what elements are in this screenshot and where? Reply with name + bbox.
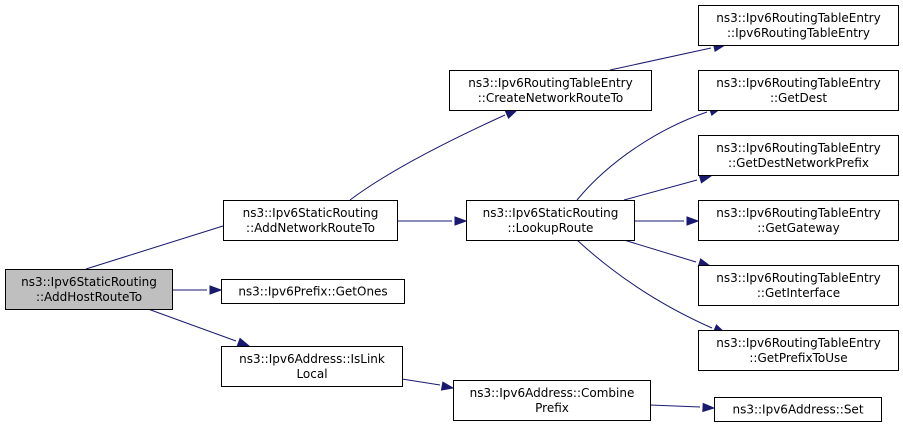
node-label-line: ::AddHostRouteTo [36, 290, 142, 304]
edge-line [349, 114, 506, 201]
node-label-line: ::GetPrefixToUse [749, 351, 847, 365]
node-label-line: ns3::Ipv6StaticRouting [21, 275, 157, 289]
node-getgateway[interactable]: ns3::Ipv6RoutingTableEntry::GetGateway [698, 200, 899, 241]
node-label-line: ns3::Ipv6RoutingTableEntry [716, 206, 880, 220]
arrow-head [454, 216, 468, 226]
node-box[interactable] [221, 346, 403, 387]
edge-lookup-to-getgateway [634, 216, 700, 226]
node-box[interactable] [466, 200, 635, 241]
edge-lookup-to-getdestprefix [623, 174, 713, 201]
edge-line [147, 308, 237, 342]
edge-createnet-to-ctor [609, 42, 727, 71]
edge-lookup-to-getinterface [623, 239, 712, 268]
node-box[interactable] [453, 380, 651, 421]
edge-addhost-to-addnet [85, 220, 238, 270]
node-box[interactable] [698, 5, 899, 46]
node-label-line: ns3::Ipv6RoutingTableEntry [468, 76, 632, 90]
edge-line [401, 378, 441, 386]
node-label-line: ::LookupRoute [508, 221, 594, 235]
node-label-line: ::GetInterface [757, 286, 840, 300]
node-set[interactable]: ns3::Ipv6Address::Set [714, 397, 882, 422]
node-box[interactable] [698, 135, 899, 176]
node-label-line: ns3::Ipv6RoutingTableEntry [716, 336, 880, 350]
node-label-line: ::GetGateway [757, 221, 839, 235]
node-label-line: ns3::Ipv6StaticRouting [243, 206, 379, 220]
node-getinterface[interactable]: ns3::Ipv6RoutingTableEntry::GetInterface [698, 265, 899, 306]
node-box[interactable] [714, 397, 882, 422]
edge-line [623, 179, 698, 201]
node-label-line: ::GetDest [770, 91, 827, 105]
node-label-line: ns3::Ipv6Prefix::GetOnes [238, 285, 387, 299]
edge-addhost-to-islink [147, 308, 251, 347]
node-label-line: Local [296, 367, 327, 381]
node-getdestprefix[interactable]: ns3::Ipv6RoutingTableEntry::GetDestNetwo… [698, 135, 899, 176]
node-box[interactable] [698, 330, 899, 371]
edge-line [576, 111, 708, 201]
node-label-line: ::CreateNetworkRouteTo [478, 91, 624, 105]
node-label-line: ns3::Ipv6Address::Set [732, 403, 863, 417]
node-lookup[interactable]: ns3::Ipv6StaticRouting::LookupRoute [466, 200, 635, 241]
node-label-line: ns3::Ipv6RoutingTableEntry [716, 11, 880, 25]
arrow-head [698, 174, 713, 184]
node-label-line: ns3::Ipv6RoutingTableEntry [716, 141, 880, 155]
node-addnet[interactable]: ns3::Ipv6StaticRouting::AddNetworkRouteT… [223, 200, 398, 241]
node-label-line: ns3::Ipv6RoutingTableEntry [716, 76, 880, 90]
node-box[interactable] [449, 70, 652, 111]
node-box[interactable] [698, 200, 899, 241]
node-label-line: ns3::Ipv6RoutingTableEntry [716, 271, 880, 285]
node-box[interactable] [698, 70, 899, 111]
node-ctor[interactable]: ns3::Ipv6RoutingTableEntry::Ipv6RoutingT… [698, 5, 899, 46]
node-label-line: ns3::Ipv6Address::IsLink [239, 352, 385, 366]
edge-combine-to-set [649, 402, 716, 413]
node-box[interactable] [5, 269, 173, 310]
node-box[interactable] [223, 200, 398, 241]
node-addhost[interactable]: ns3::Ipv6StaticRouting::AddHostRouteTo [5, 269, 173, 310]
edge-line [85, 225, 224, 270]
node-label-line: ::AddNetworkRouteTo [246, 221, 375, 235]
node-box[interactable] [221, 279, 405, 304]
edge-addhost-to-getones [172, 285, 223, 295]
edge-line [623, 239, 697, 263]
node-label-line: ::Ipv6RoutingTableEntry [727, 26, 870, 40]
arrow-head [504, 109, 519, 120]
node-getones[interactable]: ns3::Ipv6Prefix::GetOnes [221, 279, 405, 304]
edge-addnet-to-createnet [349, 109, 519, 201]
arrow-head [702, 402, 716, 413]
edge-islink-to-combine [401, 378, 455, 391]
node-getdest[interactable]: ns3::Ipv6RoutingTableEntry::GetDest [698, 70, 899, 111]
node-getprefixtouse[interactable]: ns3::Ipv6RoutingTableEntry::GetPrefixToU… [698, 330, 899, 371]
node-label-line: Prefix [535, 401, 569, 415]
arrow-head [236, 337, 251, 347]
edge-line [649, 404, 701, 408]
arrow-head [686, 216, 700, 226]
edge-addnet-to-lookup [397, 216, 468, 226]
node-label-line: ns3::Ipv6Address::Combine [470, 386, 635, 400]
edge-line [609, 47, 712, 71]
node-label-line: ::GetDestNetworkPrefix [728, 156, 869, 170]
arrow-head [440, 381, 455, 391]
node-label-line: ns3::Ipv6StaticRouting [483, 206, 619, 220]
nodes-layer: ns3::Ipv6StaticRouting::AddHostRouteTons… [5, 5, 899, 422]
node-box[interactable] [698, 265, 899, 306]
node-createnet[interactable]: ns3::Ipv6RoutingTableEntry::CreateNetwor… [449, 70, 652, 111]
arrow-head [209, 285, 223, 295]
edge-line [576, 239, 713, 329]
